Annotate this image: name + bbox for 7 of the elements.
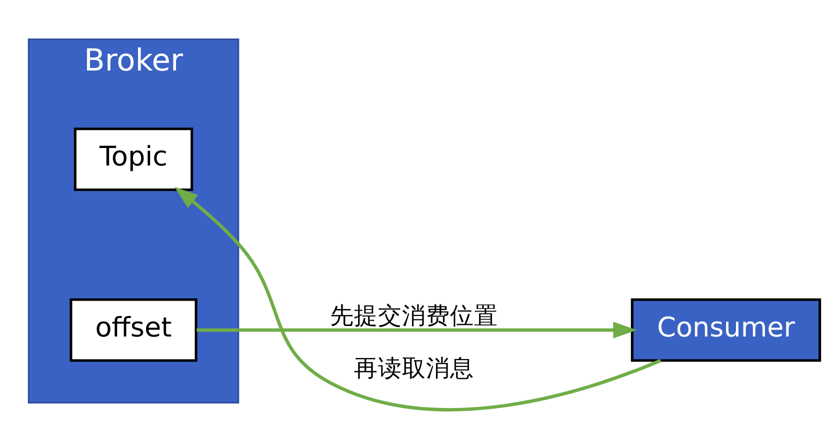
- edge-label: 先提交消费位置: [330, 301, 498, 330]
- node-box: offset: [70, 298, 198, 362]
- node-box: Topic: [74, 127, 194, 190]
- arrow: [174, 186, 662, 411]
- edge-label: 再读取消息: [354, 354, 474, 382]
- arrow: [196, 321, 637, 338]
- node-box: Consumer: [630, 298, 822, 362]
